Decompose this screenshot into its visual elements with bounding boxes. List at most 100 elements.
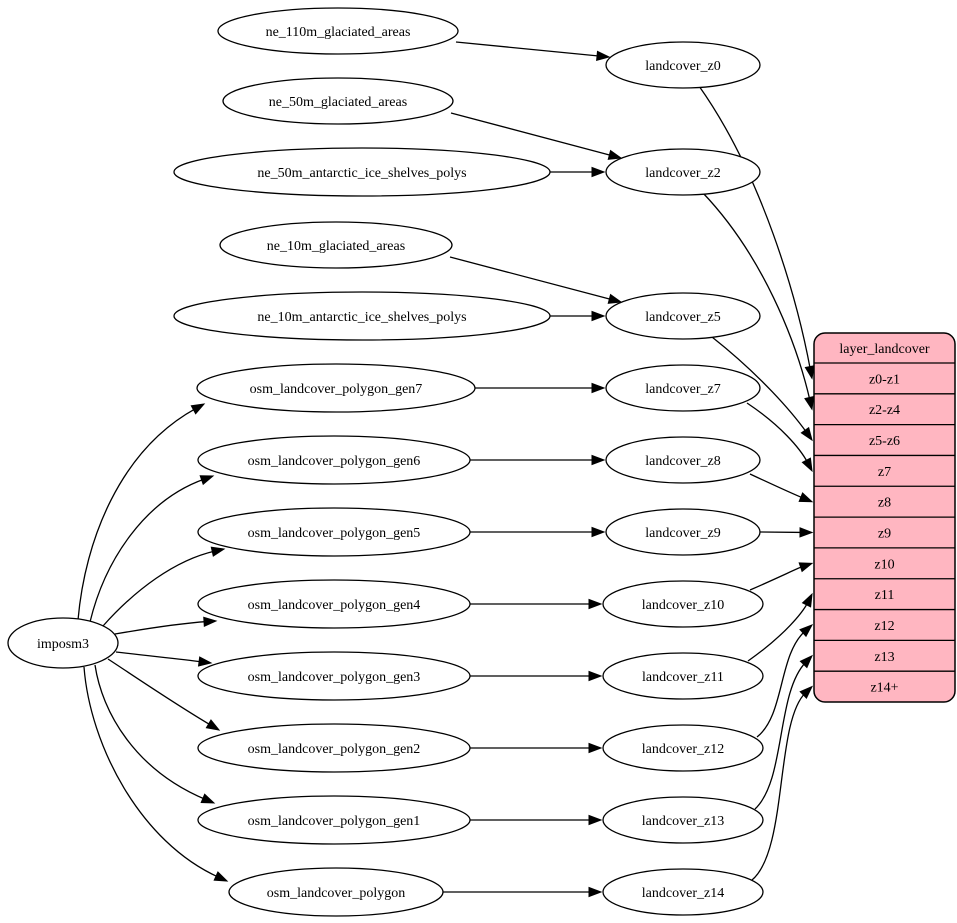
edge-landcover_z7-to-layer_landcover-z7 [746,402,809,464]
node-osm_landcover_polygon_gen2: osm_landcover_polygon_gen2 [197,723,471,773]
node-osm_landcover_polygon_gen4: osm_landcover_polygon_gen4 [197,579,471,629]
node-label-landcover_z2: landcover_z2 [645,166,720,181]
node-shape-landcover_z8 [605,436,761,484]
edge-imposm3-to-osm_landcover_polygon_gen3 [115,651,203,663]
arrowhead-icon [588,814,603,826]
table-row-z14+: z14+ [870,681,898,696]
node-label-landcover_z14: landcover_z14 [642,886,724,901]
node-landcover_z10: landcover_z10 [602,580,764,628]
edge-imposm3-to-osm_landcover_polygon_gen4 [114,620,208,635]
arrowhead-icon [203,616,218,628]
node-shape-landcover_z7 [605,364,761,412]
node-shape-landcover_z13 [602,796,764,844]
arrowhead-icon [799,654,813,669]
edge-landcover_z10-to-layer_landcover-z10 [749,565,804,591]
node-shape-ne_10m_antarctic_ice_shelves_polys [173,291,551,341]
node-ne_10m_glaciated_areas: ne_10m_glaciated_areas [219,221,453,269]
arrowhead-icon [197,656,213,667]
node-osm_landcover_polygon_gen1: osm_landcover_polygon_gen1 [197,795,471,845]
node-shape-osm_landcover_polygon_gen4 [197,579,471,629]
edge-landcover_z8-to-layer_landcover-z8 [749,473,804,499]
arrowhead-icon [798,492,814,503]
edge-ne_50m_glaciated_areas-to-landcover_z2 [450,112,613,157]
node-label-osm_landcover_polygon_gen6: osm_landcover_polygon_gen6 [248,454,421,469]
table-row-z12: z12 [874,619,894,634]
node-imposm3: imposm3 [7,617,119,669]
node-shape-osm_landcover_polygon_gen6 [197,435,471,485]
node-shape-osm_landcover_polygon_gen2 [197,723,471,773]
node-shape-imposm3 [7,617,119,669]
node-ne_50m_antarctic_ice_shelves_polys: ne_50m_antarctic_ice_shelves_polys [173,147,551,197]
edge-ne_10m_glaciated_areas-to-landcover_z5 [449,256,613,301]
node-shape-osm_landcover_polygon_gen1 [197,795,471,845]
node-shape-landcover_z5 [605,292,761,340]
edge-imposm3-to-osm_landcover_polygon_gen7 [77,407,197,621]
node-landcover_z8: landcover_z8 [605,436,761,484]
node-label-ne_110m_glaciated_areas: ne_110m_glaciated_areas [266,25,411,40]
node-landcover_z0: landcover_z0 [605,41,761,89]
arrowhead-icon [804,395,815,411]
edge-landcover_z11-to-layer_landcover-z11 [747,601,809,662]
node-ne_10m_antarctic_ice_shelves_polys: ne_10m_antarctic_ice_shelves_polys [173,291,551,341]
edge-imposm3-to-osm_landcover_polygon_gen1 [94,664,206,801]
node-label-osm_landcover_polygon_gen2: osm_landcover_polygon_gen2 [248,742,421,757]
arrowhead-icon [205,719,221,731]
table-row-z11: z11 [875,588,895,603]
edge-imposm3-to-osm_landcover_polygon_gen6 [89,478,205,623]
node-label-imposm3: imposm3 [37,637,89,652]
node-label-landcover_z12: landcover_z12 [642,742,724,757]
arrowhead-icon [596,50,611,61]
node-label-osm_landcover_polygon_gen3: osm_landcover_polygon_gen3 [248,670,421,685]
edge-landcover_z14-to-layer_landcover-z14+ [751,692,806,881]
node-shape-landcover_z10 [602,580,764,628]
node-label-ne_50m_glaciated_areas: ne_50m_glaciated_areas [269,95,407,110]
node-shape-ne_110m_glaciated_areas [217,7,459,55]
edge-landcover_z0-to-layer_landcover-z0-z1 [698,85,811,370]
arrowhead-icon [190,403,206,415]
node-shape-landcover_z12 [602,724,764,772]
arrowhead-icon [801,457,813,473]
node-label-landcover_z10: landcover_z10 [642,598,724,613]
arrowhead-icon [798,562,814,573]
node-label-ne_50m_antarctic_ice_shelves_polys: ne_50m_antarctic_ice_shelves_polys [257,166,466,181]
node-osm_landcover_polygon_gen7: osm_landcover_polygon_gen7 [196,363,476,413]
table-row-z13: z13 [874,650,894,665]
node-label-landcover_z9: landcover_z9 [645,526,720,541]
arrowhead-icon [588,598,603,610]
node-label-osm_landcover_polygon_gen4: osm_landcover_polygon_gen4 [248,598,421,613]
node-osm_landcover_polygon_gen6: osm_landcover_polygon_gen6 [197,435,471,485]
arrowhead-icon [591,454,606,466]
table-row-z9: z9 [878,527,891,542]
arrowhead-icon [591,166,606,178]
node-label-osm_landcover_polygon_gen5: osm_landcover_polygon_gen5 [248,526,421,541]
arrowhead-icon [799,624,814,638]
node-label-osm_landcover_polygon_gen7: osm_landcover_polygon_gen7 [250,382,423,397]
edge-imposm3-to-osm_landcover_polygon_gen5 [102,550,216,627]
node-osm_landcover_polygon_gen3: osm_landcover_polygon_gen3 [197,651,471,701]
arrowhead-icon [591,310,606,322]
edge-landcover_z2-to-layer_landcover-z2-z4 [702,192,811,401]
node-shape-landcover_z11 [602,652,764,700]
table-row-z5-z6: z5-z6 [869,434,900,449]
edge-ne_110m_glaciated_areas-to-landcover_z0 [455,41,601,57]
node-label-ne_10m_antarctic_ice_shelves_polys: ne_10m_antarctic_ice_shelves_polys [257,310,466,325]
node-osm_landcover_polygon: osm_landcover_polygon [228,867,444,917]
node-shape-landcover_z0 [605,41,761,89]
arrowhead-icon [799,527,814,538]
arrowhead-icon [801,592,813,608]
arrowhead-icon [591,382,606,394]
table-layer_landcover: layer_landcoverz0-z1z2-z4z5-z6z7z8z9z10z… [813,332,956,703]
node-shape-osm_landcover_polygon_gen5 [197,507,471,557]
table-row-z10: z10 [874,557,894,572]
node-landcover_z11: landcover_z11 [602,652,764,700]
node-landcover_z14: landcover_z14 [602,868,764,916]
arrowhead-icon [210,546,226,557]
node-label-landcover_z7: landcover_z7 [645,382,720,397]
table-row-z8: z8 [878,496,891,511]
node-label-landcover_z0: landcover_z0 [645,59,720,74]
edge-imposm3-to-osm_landcover_polygon [83,666,220,878]
arrowhead-icon [804,365,815,380]
arrowhead-icon [588,886,603,898]
edge-landcover_z5-to-layer_landcover-z5-z6 [711,336,808,434]
